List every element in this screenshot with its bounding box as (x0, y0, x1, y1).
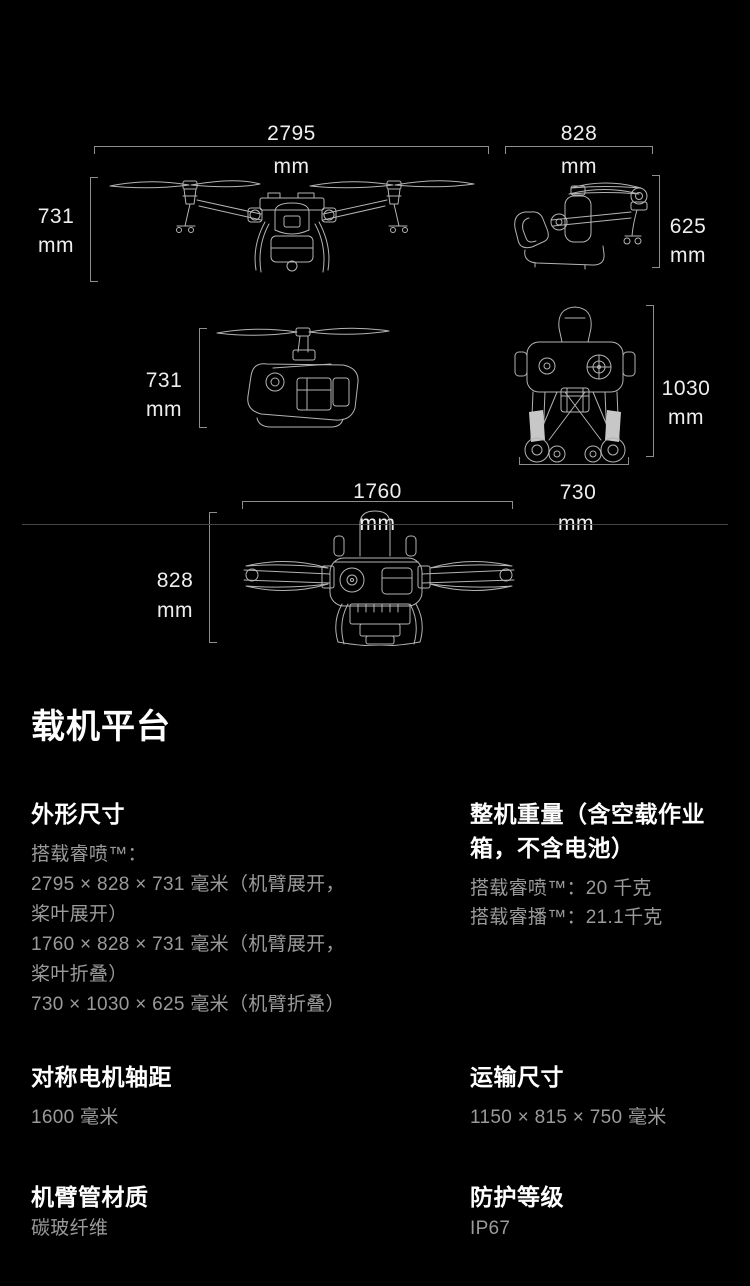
dim-front-width-unit: mm (273, 155, 310, 178)
dim-midside-height-unit: mm (146, 398, 182, 421)
dim-topfolded-height-value: 1030 (661, 377, 711, 400)
dim-toparms-width-unit: mm (359, 512, 396, 535)
spec-dimensions-line: 2795 × 828 × 731 毫米（机臂展开， (31, 874, 345, 895)
dim-toparms-height-unit: mm (157, 599, 193, 622)
spec-dimensions-line: 桨叶折叠） (31, 964, 128, 985)
spec-dimensions-line: 桨叶展开） (31, 904, 128, 925)
spec-weight: 整机重量（含空载作业 箱，不含电池） 搭载睿喷™：20 千克 搭载睿播™：21.… (470, 797, 726, 932)
spec-weight-line: 搭载睿播™：21.1千克 (470, 907, 663, 928)
drone-side-propeller-view-drawing (216, 327, 390, 428)
dim-front-height-value: 731 (37, 205, 75, 228)
dim-midside-height-line (199, 328, 207, 428)
dim-front-height-unit: mm (38, 234, 74, 257)
dim-front-width-value: 2795 (267, 122, 316, 145)
dim-side-width-value: 828 (560, 122, 598, 145)
section-title: 载机平台 (31, 708, 171, 746)
spec-transport-size: 运输尺寸 1150 × 815 × 750 毫米 (470, 1060, 726, 1133)
drone-top-folded-view-drawing (514, 306, 636, 463)
dim-side-height-unit: mm (670, 244, 706, 267)
dim-midside-height-value: 731 (145, 369, 183, 392)
spec-wheelbase-heading: 对称电机轴距 (31, 1064, 172, 1090)
dim-topfolded-height-unit: mm (668, 406, 704, 429)
dim-topfolded-width-unit: mm (558, 512, 594, 535)
dim-front-width-line (94, 146, 489, 154)
dim-topfolded-width-value: 730 (559, 481, 597, 504)
spec-transport-size-value: 1150 × 815 × 750 毫米 (470, 1107, 667, 1128)
drone-front-view-drawing (109, 180, 475, 273)
dim-side-width-line (505, 146, 653, 154)
dim-toparms-width-value: 1760 (353, 480, 402, 503)
section-divider (22, 524, 728, 525)
spec-dimensions: 外形尺寸 搭载睿喷™： 2795 × 828 × 731 毫米（机臂展开， 桨叶… (31, 797, 441, 1020)
spec-arm-material-value: 碳玻纤维 (31, 1218, 109, 1239)
spec-protection-rating-heading: 防护等级 (470, 1184, 564, 1210)
spec-wheelbase: 对称电机轴距 1600 毫米 (31, 1060, 441, 1133)
spacer (470, 865, 726, 874)
dim-topfolded-height-line (646, 305, 654, 457)
spec-protection-rating: 防护等级 IP67 (470, 1180, 726, 1244)
dim-side-height-value: 625 (669, 215, 707, 238)
dim-toparms-height-value: 828 (156, 569, 194, 592)
spec-weight-line: 搭载睿喷™：20 千克 (470, 878, 652, 899)
spec-arm-material: 机臂管材质 碳玻纤维 (31, 1180, 441, 1244)
spacer (31, 831, 441, 840)
dim-side-width-unit: mm (561, 155, 597, 178)
spec-transport-size-heading: 运输尺寸 (470, 1064, 564, 1090)
spec-arm-material-heading: 机臂管材质 (31, 1184, 149, 1210)
spec-wheelbase-value: 1600 毫米 (31, 1107, 119, 1128)
spacer (470, 1094, 726, 1103)
dim-toparms-height-line (209, 512, 217, 643)
spec-weight-heading: 箱，不含电池） (470, 835, 635, 861)
dim-front-height-line (90, 177, 98, 282)
spec-dimensions-heading: 外形尺寸 (31, 801, 125, 827)
spacer (31, 1094, 441, 1103)
dim-topfolded-width-line (519, 457, 629, 465)
dim-toparms-width-line (242, 501, 513, 509)
drone-side-folded-view-drawing (514, 182, 648, 270)
spec-dimensions-line: 730 × 1030 × 625 毫米（机臂折叠） (31, 994, 345, 1015)
spec-weight-heading: 整机重量（含空载作业 (470, 801, 705, 827)
dim-side-height-line (652, 175, 660, 268)
spec-protection-rating-value: IP67 (470, 1218, 511, 1239)
drone-top-arms-unfolded-view-drawing (243, 510, 515, 646)
spec-dimensions-line: 搭载睿喷™： (31, 844, 147, 865)
spec-dimensions-line: 1760 × 828 × 731 毫米（机臂展开， (31, 934, 345, 955)
